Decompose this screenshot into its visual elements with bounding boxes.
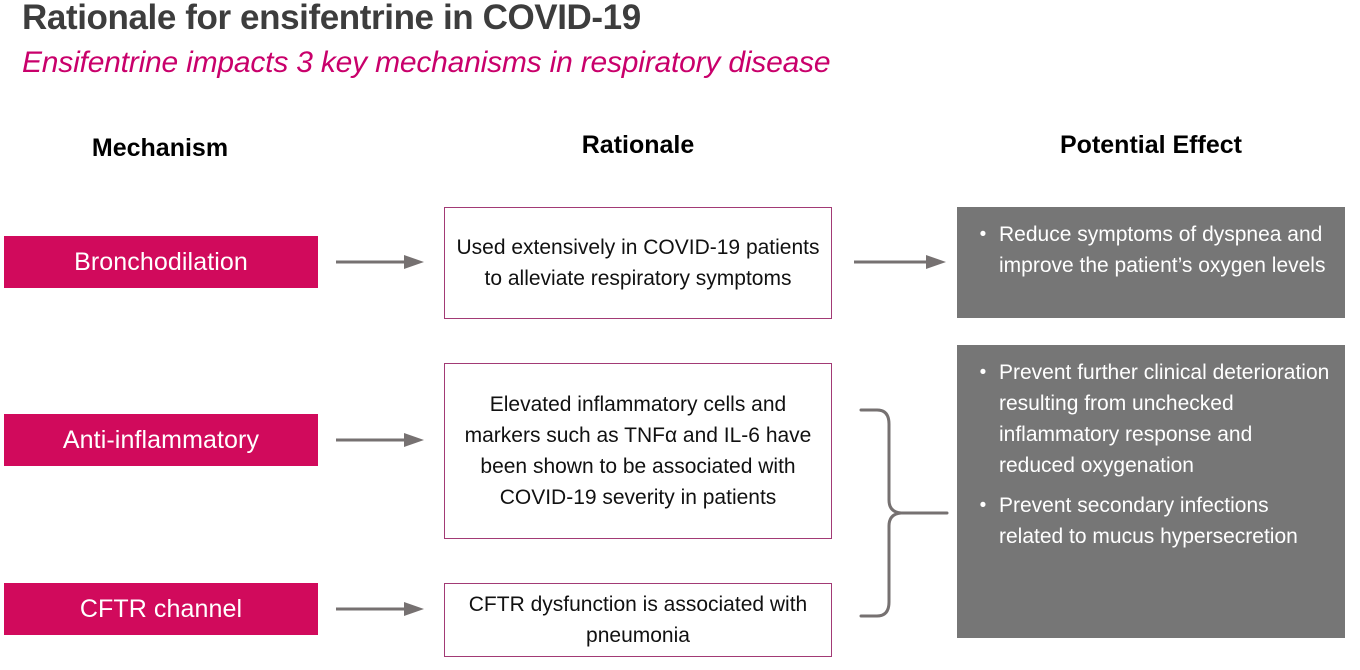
bullet-icon: •	[979, 362, 987, 383]
list-item: • Prevent further clinical deterioration…	[967, 357, 1331, 481]
effect-text: Prevent further clinical deterioration r…	[999, 361, 1330, 477]
curly-brace-right-icon	[859, 408, 949, 618]
arrow-right-icon-mechanism-to-rationale-2	[336, 433, 424, 447]
page-title: Rationale for ensifentrine in COVID-19	[22, 0, 641, 37]
arrow-right-icon-rationale-to-effect-1	[854, 255, 946, 269]
mechanism-box-bronchodilation: Bronchodilation	[4, 236, 318, 288]
rationale-box-bronchodilation: Used extensively in COVID-19 patients to…	[444, 207, 832, 319]
column-header-mechanism: Mechanism	[91, 134, 229, 162]
column-header-potential-effect: Potential Effect	[1060, 131, 1242, 159]
bullet-icon: •	[979, 495, 987, 516]
mechanism-box-anti-inflammatory: Anti-inflammatory	[4, 414, 318, 466]
column-header-rationale: Rationale	[581, 131, 695, 159]
rationale-text: Used extensively in COVID-19 patients to…	[456, 236, 820, 290]
effect-text: Prevent secondary infections related to …	[999, 494, 1298, 548]
rationale-box-anti-inflammatory: Elevated inflammatory cells and markers …	[444, 363, 832, 539]
rationale-box-cftr-channel: CFTR dysfunction is associated with pneu…	[444, 583, 832, 657]
effect-box-anti-inflammatory-cftr: • Prevent further clinical deterioration…	[957, 345, 1345, 638]
mechanism-box-cftr-channel: CFTR channel	[4, 583, 318, 635]
rationale-text: Elevated inflammatory cells and markers …	[464, 393, 812, 509]
list-item: • Prevent secondary infections related t…	[967, 490, 1331, 552]
list-item: • Reduce symptoms of dyspnea and improve…	[967, 219, 1331, 281]
effect-text: Reduce symptoms of dyspnea and improve t…	[999, 223, 1326, 277]
effect-box-bronchodilation: • Reduce symptoms of dyspnea and improve…	[957, 207, 1345, 318]
arrow-right-icon-mechanism-to-rationale-3	[336, 602, 424, 616]
page-subtitle: Ensifentrine impacts 3 key mechanisms in…	[22, 46, 831, 79]
arrow-right-icon-mechanism-to-rationale-1	[336, 255, 424, 269]
rationale-text: CFTR dysfunction is associated with pneu…	[468, 593, 808, 647]
bullet-icon: •	[979, 224, 987, 245]
